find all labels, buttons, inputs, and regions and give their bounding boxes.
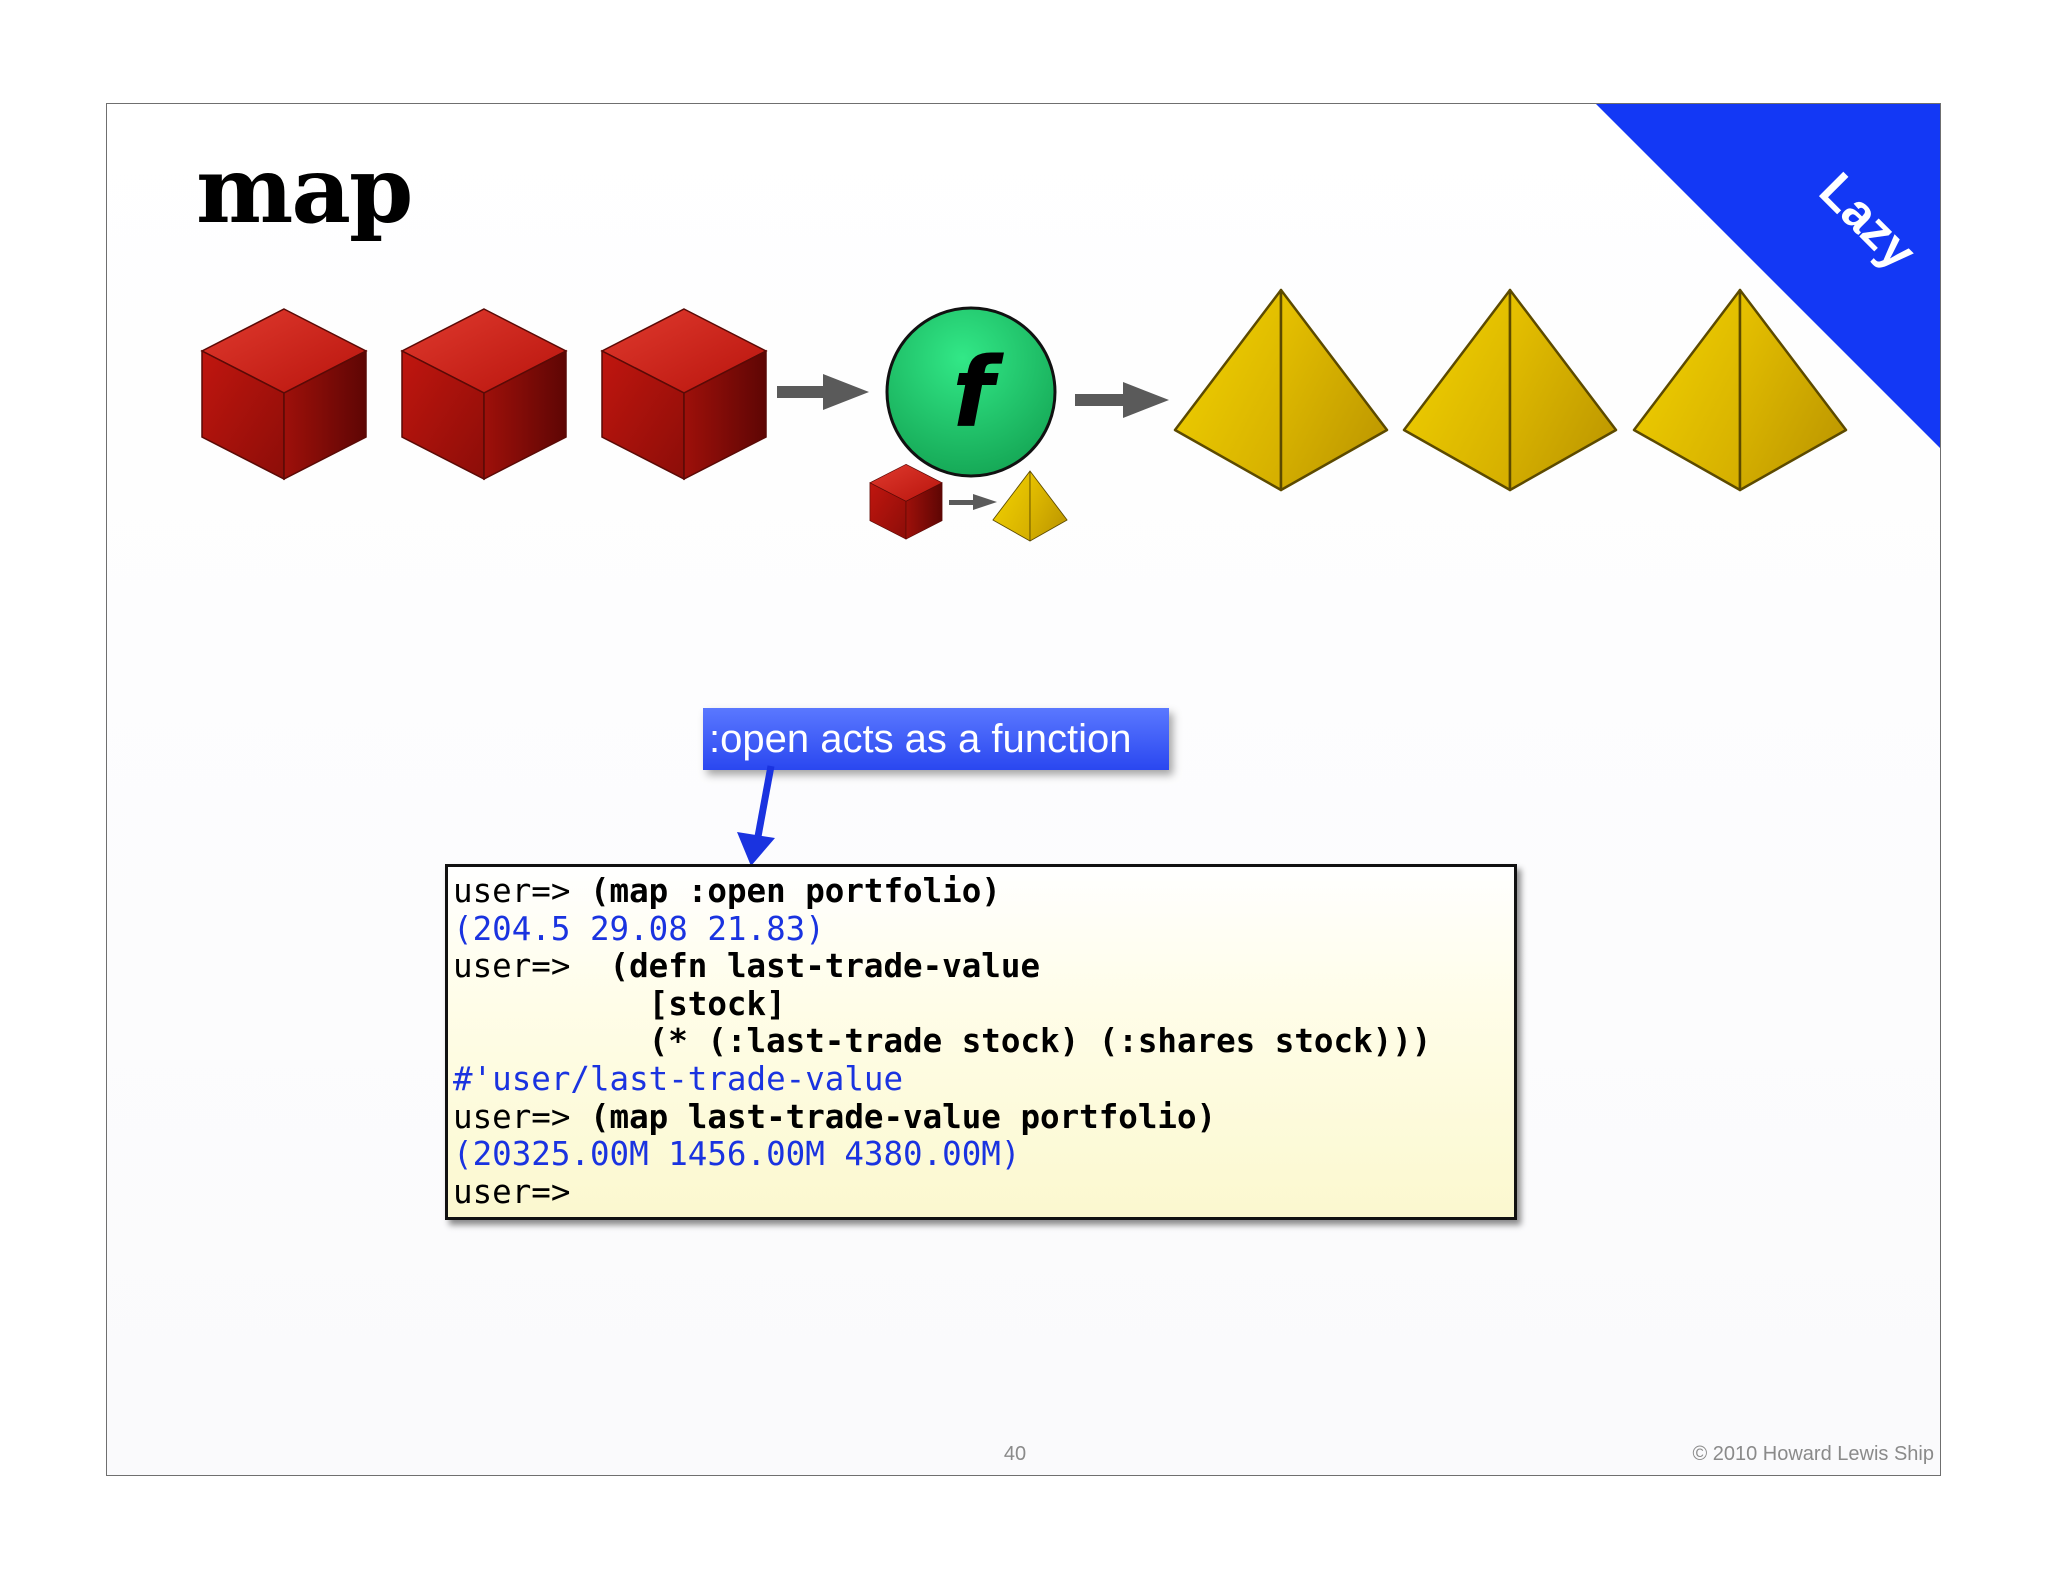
arrow-to-function bbox=[777, 374, 869, 410]
input-cube-2 bbox=[401, 308, 567, 480]
slide: map Lazy bbox=[106, 103, 1941, 1476]
code-line: (20325.00M 1456.00M 4380.00M) bbox=[453, 1135, 1514, 1174]
code-line: [stock] bbox=[453, 984, 1514, 1024]
repl-prompt: user=> bbox=[453, 872, 571, 910]
code-output: #'user/last-trade-value bbox=[453, 1059, 904, 1098]
arrow-to-output bbox=[1075, 382, 1169, 418]
small-arrow bbox=[949, 494, 997, 510]
input-cube-1 bbox=[201, 308, 367, 480]
small-cube bbox=[869, 463, 943, 540]
code-input: (map :open portfolio) bbox=[570, 872, 1001, 910]
output-pyramid-3 bbox=[1632, 288, 1848, 492]
code-line: user=> (defn last-trade-value bbox=[453, 947, 1514, 986]
map-diagram: f bbox=[201, 288, 1848, 542]
repl-prompt: user=> bbox=[453, 947, 571, 986]
code-line: (* (:last-trade stock) (:shares stock))) bbox=[453, 1023, 1514, 1061]
code-line: (204.5 29.08 21.83) bbox=[453, 909, 1514, 949]
code-input: (defn last-trade-value bbox=[570, 947, 1041, 986]
output-pyramid-1 bbox=[1173, 288, 1389, 492]
output-pyramid-2 bbox=[1402, 288, 1618, 492]
repl-prompt: user=> bbox=[453, 1172, 571, 1211]
code-line: user=> bbox=[453, 1172, 1514, 1212]
code-line: user=> (map last-trade-value portfolio) bbox=[453, 1097, 1514, 1137]
callout-arrow bbox=[737, 765, 775, 866]
small-pyramid bbox=[992, 470, 1068, 542]
code-input: (* (:last-trade stock) (:shares stock))) bbox=[453, 1022, 1432, 1061]
copyright-notice: © 2010 Howard Lewis Ship bbox=[1692, 1443, 1934, 1465]
code-input: [stock] bbox=[453, 984, 786, 1023]
page-number: 40 bbox=[1003, 1443, 1027, 1465]
repl-code-box: user=> (map :open portfolio)(204.5 29.08… bbox=[445, 864, 1517, 1220]
code-line: #'user/last-trade-value bbox=[453, 1059, 1514, 1099]
slide-title: map bbox=[196, 136, 413, 244]
code-input: (map last-trade-value portfolio) bbox=[570, 1097, 1217, 1136]
code-line: user=> (map :open portfolio) bbox=[453, 872, 1514, 911]
code-output: (204.5 29.08 21.83) bbox=[453, 909, 825, 948]
repl-prompt: user=> bbox=[453, 1097, 571, 1136]
input-cube-3 bbox=[601, 308, 767, 480]
code-output: (20325.00M 1456.00M 4380.00M) bbox=[453, 1135, 1021, 1174]
function-circle: f bbox=[885, 306, 1057, 478]
callout-label: :open acts as a function bbox=[703, 708, 1169, 770]
